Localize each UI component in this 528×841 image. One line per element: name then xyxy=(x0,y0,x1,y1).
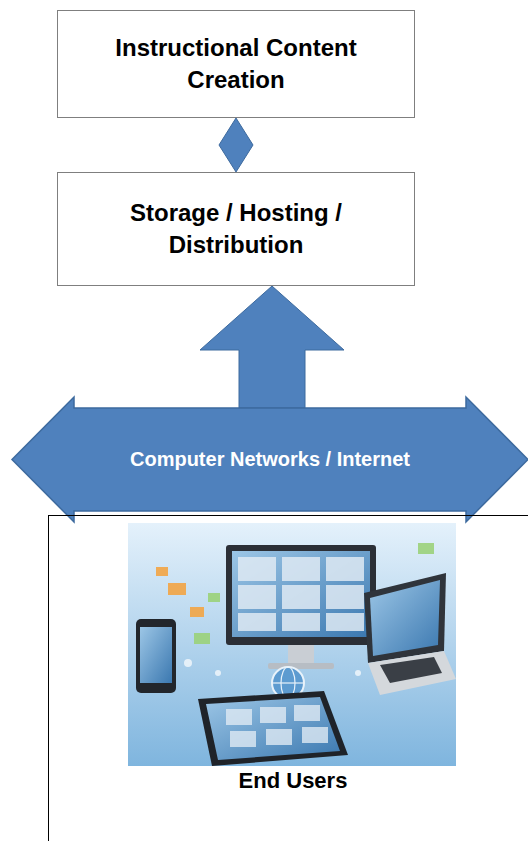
end-users-box: End Users xyxy=(48,515,528,841)
node-label: End Users xyxy=(239,766,348,796)
node-label: Computer Networks / Internet xyxy=(130,446,410,473)
devices-illustration xyxy=(128,523,456,766)
double-arrow-connector xyxy=(219,118,253,172)
node-label: Storage / Hosting / Distribution xyxy=(78,197,394,262)
double-arrow-shape xyxy=(12,397,528,522)
network-band: Computer Networks / Internet xyxy=(12,397,528,522)
node-label: Instructional Content Creation xyxy=(78,32,394,97)
process-box: Instructional Content Creation xyxy=(57,10,415,118)
block-arrow-connector xyxy=(200,286,344,408)
process-box: Storage / Hosting / Distribution xyxy=(57,172,415,286)
